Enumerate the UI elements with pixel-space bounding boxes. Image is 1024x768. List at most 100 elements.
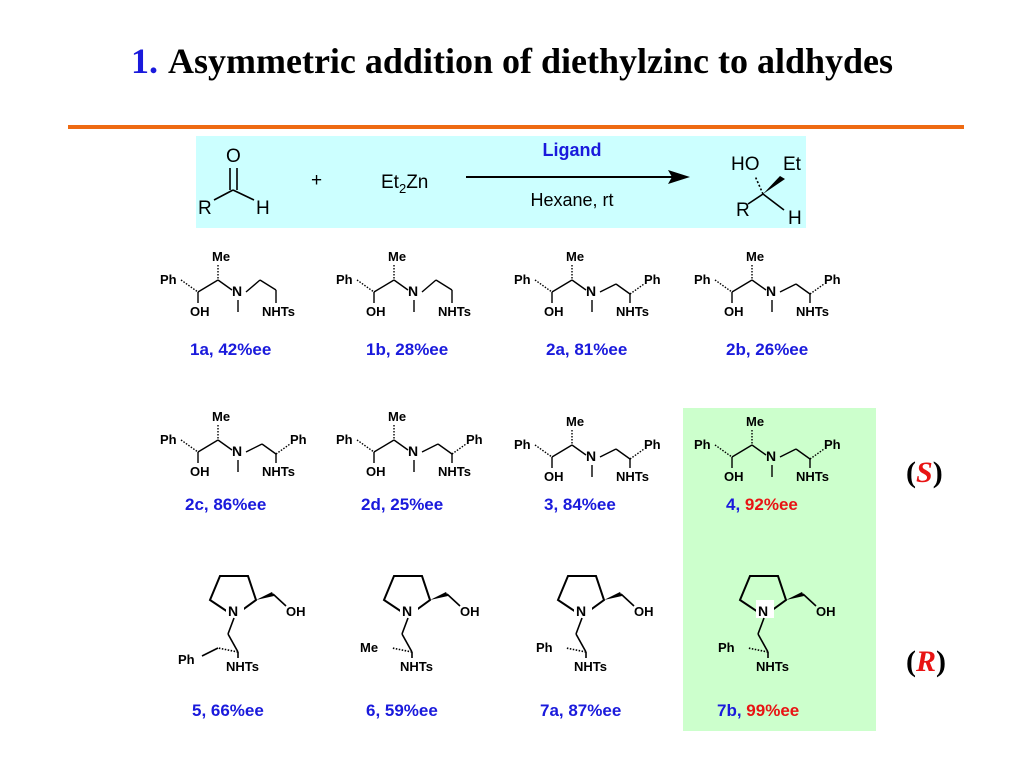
reaction-scheme: O R H + Et2Zn Ligand Hexane, rt HO Et R … (198, 140, 802, 228)
svg-text:Ph: Ph (718, 640, 735, 655)
svg-text:N: N (758, 603, 768, 619)
ligand-6-structure: N OH NHTs Me (360, 575, 480, 674)
reaction-arrow-head (668, 170, 690, 184)
svg-text:Ph: Ph (336, 432, 353, 447)
svg-text:Ph: Ph (514, 272, 531, 287)
svg-text:NHTs: NHTs (574, 659, 607, 674)
product-structure: HO Et R H (731, 154, 802, 228)
ligand-7a-structure: N OH NHTs Ph (536, 575, 654, 674)
ligand-1b-structure: Me N OH Ph NHTs (336, 249, 471, 319)
label-2c: 2c, 86%ee (185, 495, 267, 514)
svg-text:OH: OH (190, 304, 210, 319)
config-r: (R) (906, 645, 947, 678)
svg-text:Ph: Ph (336, 272, 353, 287)
ligand-7b-structure: N OH NHTs Ph (718, 575, 836, 674)
ligand-2b-structure: Me N OH Ph Ph NHTs (694, 249, 841, 319)
svg-text:OH: OH (190, 464, 210, 479)
svg-text:NHTs: NHTs (438, 464, 471, 479)
svg-text:Me: Me (566, 249, 584, 264)
svg-text:NHTs: NHTs (796, 304, 829, 319)
ligand-1a-structure: Me N OH Ph NHTs (160, 249, 295, 319)
svg-text:N: N (232, 443, 242, 459)
svg-text:Ph: Ph (514, 437, 531, 452)
svg-text:NHTs: NHTs (400, 659, 433, 674)
label-6: 6, 59%ee (366, 701, 438, 720)
aldehyde-r: R (198, 198, 212, 219)
amino-alcohol-structures: Me N OH Ph NHTs Ph NHTs Me (160, 249, 841, 484)
svg-text:Ph: Ph (536, 640, 553, 655)
svg-text:OH: OH (544, 304, 564, 319)
svg-text:Me: Me (746, 249, 764, 264)
arrow-conditions-label: Hexane, rt (530, 190, 613, 210)
svg-text:NHTs: NHTs (262, 464, 295, 479)
svg-text:NHTs: NHTs (616, 469, 649, 484)
svg-text:N: N (408, 283, 418, 299)
svg-text:OH: OH (724, 469, 744, 484)
page-title: 1.Asymmetric addition of diethylzinc to … (0, 40, 1024, 82)
svg-text:N: N (228, 603, 238, 619)
svg-text:Ph: Ph (694, 272, 711, 287)
highlight-ligand-7b (683, 531, 876, 731)
svg-text:N: N (766, 283, 776, 299)
reaction-scheme-box (196, 136, 806, 228)
aldehyde-o: O (226, 146, 241, 167)
title-number: 1. (131, 41, 158, 81)
config-s: (S) (906, 456, 943, 489)
svg-text:OH: OH (724, 304, 744, 319)
svg-text:Ph: Ph (644, 272, 661, 287)
prolinol-structures: N OH NHTs N OH NHTs Ph (178, 575, 836, 674)
svg-text:OH: OH (366, 304, 386, 319)
plus-sign: + (311, 170, 322, 191)
svg-text:N: N (408, 443, 418, 459)
svg-text:NHTs: NHTs (756, 659, 789, 674)
svg-text:NHTs: NHTs (438, 304, 471, 319)
ligand-2c-structure: Me N OH Ph Ph NHTs (160, 409, 307, 479)
svg-text:Me: Me (388, 249, 406, 264)
aldehyde-structure: O R H (198, 146, 270, 219)
svg-text:OH: OH (634, 604, 654, 619)
label-7a: 7a, 87%ee (540, 701, 622, 720)
svg-text:Ph: Ph (824, 437, 841, 452)
ligand-2a-structure: Me N OH Ph Ph NHTs (514, 249, 661, 319)
svg-text:Ph: Ph (290, 432, 307, 447)
label-2d: 2d, 25%ee (361, 495, 444, 514)
product-ho: HO (731, 154, 760, 175)
svg-text:Me: Me (212, 249, 230, 264)
diethylzinc: Et2Zn (381, 172, 428, 196)
svg-text:Me: Me (212, 409, 230, 424)
ligand-3-structure: Me N OH Ph Ph NHTs (514, 414, 661, 484)
svg-text:NHTs: NHTs (616, 304, 649, 319)
svg-text:OH: OH (366, 464, 386, 479)
label-2b: 2b, 26%ee (726, 340, 809, 359)
aldehyde-h: H (256, 198, 270, 219)
ligand-4-structure: Me N OH Ph Ph NHTs (694, 414, 841, 484)
svg-text:Me: Me (746, 414, 764, 429)
svg-text:N: N (766, 448, 776, 464)
svg-text:Me: Me (566, 414, 584, 429)
svg-text:Ph: Ph (466, 432, 483, 447)
svg-text:Me: Me (360, 640, 378, 655)
product-h: H (788, 208, 802, 228)
ligand-2d-structure: Me N OH Ph Ph NHTs (336, 409, 483, 479)
ligand-5-structure: N OH NHTs Ph (178, 575, 306, 674)
arrow-ligand-label: Ligand (543, 140, 602, 160)
svg-text:Ph: Ph (178, 652, 195, 667)
svg-text:OH: OH (286, 604, 306, 619)
svg-text:NHTs: NHTs (226, 659, 259, 674)
product-et: Et (783, 154, 802, 175)
svg-text:NHTs: NHTs (796, 469, 829, 484)
svg-text:OH: OH (544, 469, 564, 484)
svg-text:N: N (402, 603, 412, 619)
svg-text:N: N (576, 603, 586, 619)
svg-text:Ph: Ph (160, 432, 177, 447)
svg-text:N: N (232, 283, 242, 299)
svg-text:Ph: Ph (694, 437, 711, 452)
label-3: 3, 84%ee (544, 495, 616, 514)
svg-text:N: N (586, 448, 596, 464)
label-4: 4, 92%ee (726, 495, 798, 514)
label-1a: 1a, 42%ee (190, 340, 272, 359)
svg-text:N: N (586, 283, 596, 299)
label-1b: 1b, 28%ee (366, 340, 449, 359)
label-5: 5, 66%ee (192, 701, 264, 720)
label-7b: 7b, 99%ee (717, 701, 800, 720)
